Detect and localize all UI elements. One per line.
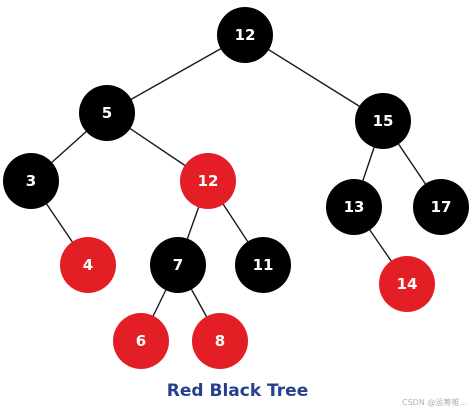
tree-node-label: 5 — [102, 104, 112, 122]
tree-node-n12red: 12 — [180, 153, 236, 209]
tree-node-circle — [379, 256, 435, 312]
tree-node-n5: 5 — [79, 85, 135, 141]
tree-node-n15: 15 — [355, 93, 411, 149]
tree-node-label: 6 — [136, 332, 146, 350]
diagram-title: Red Black Tree — [166, 381, 309, 401]
tree-node-n13: 13 — [326, 179, 382, 235]
tree-node-n17: 17 — [413, 179, 469, 235]
tree-node-label: 15 — [373, 112, 394, 130]
tree-node-n4: 4 — [60, 237, 116, 293]
tree-node-label: 14 — [397, 275, 418, 293]
tree-node-n3: 3 — [3, 153, 59, 209]
tree-node-label: 13 — [344, 198, 365, 216]
tree-node-label: 11 — [253, 256, 274, 274]
tree-node-circle — [150, 237, 206, 293]
tree-node-label: 3 — [26, 172, 36, 190]
tree-node-n8: 8 — [192, 313, 248, 369]
tree-node-n6: 6 — [113, 313, 169, 369]
tree-node-circle — [180, 153, 236, 209]
watermark: CSDN @运筹帷... — [402, 398, 467, 407]
tree-node-circle — [217, 7, 273, 63]
tree-node-circle — [192, 313, 248, 369]
tree-node-circle — [235, 237, 291, 293]
tree-node-n7: 7 — [150, 237, 206, 293]
tree-node-n12root: 12 — [217, 7, 273, 63]
tree-node-label: 4 — [83, 256, 93, 274]
tree-node-label: 12 — [235, 26, 256, 44]
tree-node-label: 8 — [215, 332, 225, 350]
tree-node-circle — [3, 153, 59, 209]
tree-node-circle — [355, 93, 411, 149]
tree-node-circle — [79, 85, 135, 141]
tree-nodes: 12 5 15 3 12 13 17 4 7 11 14 6 8 — [3, 7, 469, 369]
tree-node-label: 17 — [431, 198, 452, 216]
tree-node-label: 12 — [198, 172, 219, 190]
tree-node-n14: 14 — [379, 256, 435, 312]
tree-node-n11: 11 — [235, 237, 291, 293]
tree-node-circle — [60, 237, 116, 293]
tree-node-label: 7 — [173, 256, 183, 274]
tree-node-circle — [413, 179, 469, 235]
tree-edges — [30, 34, 442, 342]
tree-node-circle — [326, 179, 382, 235]
tree-node-circle — [113, 313, 169, 369]
